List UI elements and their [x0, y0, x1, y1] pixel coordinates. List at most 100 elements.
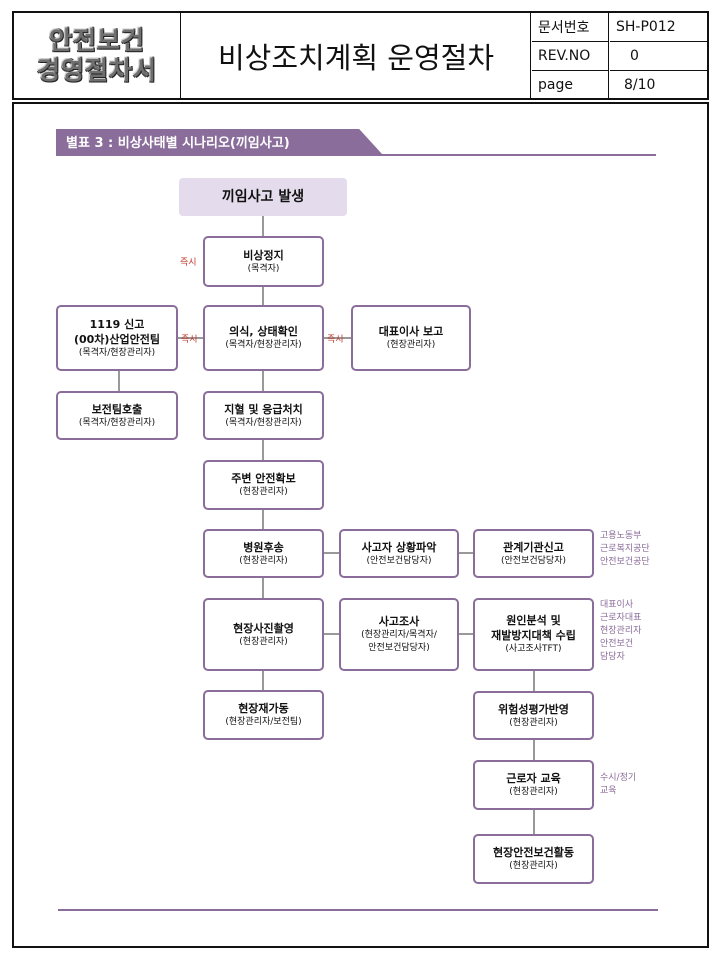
node-owner: (현장관리자) — [239, 487, 288, 497]
node-owner: (현장관리자) — [509, 787, 558, 797]
node-owner: (사고조사TFT) — [505, 644, 562, 654]
label-immediate: 즉시 — [327, 335, 344, 345]
node-owner: (현장관리자) — [239, 555, 288, 566]
node-hospital-transfer: 병원후송 (현장관리자) — [203, 529, 324, 578]
node-agency-report: 관계기관신고 (안전보건담당자) — [473, 529, 594, 578]
start-event: 끼임사고 발생 — [179, 178, 347, 216]
note-line: 근로복지공단 — [600, 544, 650, 554]
connector — [262, 578, 264, 598]
note-line: 대표이사 — [600, 600, 634, 610]
node-owner: (현장관리자) — [509, 861, 558, 871]
rev-value: 0 — [610, 42, 707, 71]
node-title: 의식, 상태확인 — [229, 325, 298, 338]
node-title-line2: (00차)산업안전팀 — [73, 332, 161, 346]
note-agency: 고용노동부 근로복지공단 안전보건공단 — [600, 530, 650, 569]
node-title-line2: 재발방지대책 수립 — [491, 629, 576, 642]
connector — [459, 633, 473, 635]
connector — [324, 337, 351, 339]
connector — [262, 671, 264, 690]
node-owner: (목격자) — [247, 263, 280, 274]
node-owner: (현장관리자) — [509, 717, 558, 728]
connector — [178, 337, 204, 339]
connector — [262, 287, 264, 305]
note-cause: 대표이사 근로자대표 현장관리자 안전보건 담당자 — [600, 599, 641, 664]
node-site-restart: 현장재가동 (현장관리자/보전팀) — [203, 690, 324, 740]
connector — [262, 216, 264, 236]
node-victim-status: 사고자 상황파악 (안전보건담당자) — [339, 529, 459, 578]
label-immediate: 즉시 — [181, 335, 198, 345]
logo-line-2: 경영절차서 — [36, 55, 157, 85]
note-line: 안전보건공단 — [600, 557, 650, 567]
node-119-report: 1119 신고 (00차)산업안전팀 (목격자/현장관리자) — [56, 305, 178, 371]
node-owner: (목격자/현장관리자) — [78, 417, 156, 428]
doc-no-label: 문서번호 — [532, 13, 609, 42]
note-line: 담당자 — [600, 652, 625, 662]
node-owner-line2: 안전보건담당자) — [368, 643, 430, 653]
node-perimeter-safety: 주변 안전확보 (현장관리자) — [203, 460, 324, 510]
node-owner: (안전보건담당자) — [501, 555, 566, 566]
node-worker-education: 근로자 교육 (현장관리자) — [473, 760, 594, 810]
node-site-photo: 현장사진촬영 (현장관리자) — [203, 598, 324, 671]
node-first-aid: 지혈 및 응급처치 (목격자/현장관리자) — [203, 391, 324, 440]
page-value: 8/10 — [624, 76, 656, 93]
document-title: 비상조치계획 운영절차 — [182, 13, 531, 98]
node-title: 보전팀호출 — [91, 402, 143, 416]
connector — [262, 371, 264, 391]
connector — [262, 510, 264, 529]
note-line: 고용노동부 — [600, 531, 642, 541]
node-owner: (목격자/현장관리자) — [225, 340, 302, 350]
node-owner: (안전보건담당자) — [366, 555, 432, 566]
node-title: 위험성평가반영 — [498, 702, 569, 716]
node-title: 대표이사 보고 — [378, 325, 444, 338]
document-header: 안전보건 경영절차서 비상조치계획 운영절차 문서번호 SH-P012 REV.… — [12, 11, 709, 100]
node-title: 지혈 및 응급처치 — [224, 402, 303, 416]
node-title: 사고조사 — [378, 615, 420, 628]
node-title: 비상정지 — [243, 248, 284, 262]
figure-bottom-rule — [58, 909, 658, 911]
node-accident-investigation: 사고조사 (현장관리자/목격자/ 안전보건담당자) — [339, 598, 459, 671]
node-owner: (목격자/현장관리자) — [78, 347, 156, 358]
node-owner: (현장관리자) — [239, 636, 288, 647]
note-line: 교육 — [600, 786, 617, 796]
node-owner-line1: (현장관리자/목격자/ — [361, 630, 437, 640]
rev-label: REV.NO — [532, 42, 609, 71]
connector — [533, 740, 535, 760]
note-education: 수시/정기 교육 — [600, 772, 636, 798]
connector — [324, 633, 339, 635]
node-emergency-stop: 비상정지 (목격자) — [203, 236, 324, 287]
figure-top-rule — [56, 154, 656, 156]
node-title: 현장재가동 — [238, 702, 289, 715]
node-cause-analysis: 원인분석 및 재발방지대책 수립 (사고조사TFT) — [473, 598, 594, 671]
node-risk-assessment: 위험성평가반영 (현장관리자) — [473, 691, 594, 740]
connector — [533, 810, 535, 834]
start-event-label: 끼임사고 발생 — [221, 188, 305, 205]
node-owner: (현장관리자) — [386, 340, 436, 350]
node-title: 관계기관신고 — [503, 540, 564, 554]
node-title: 사고자 상황파악 — [361, 540, 437, 554]
connector — [262, 440, 264, 460]
node-maintenance-call: 보전팀호출 (목격자/현장관리자) — [56, 391, 178, 440]
node-title: 원인분석 및 — [506, 614, 561, 627]
node-owner: (목격자/현장관리자) — [225, 417, 302, 428]
node-site-safety-activity: 현장안전보건활동 (현장관리자) — [473, 834, 594, 884]
page-label: page — [532, 71, 609, 98]
note-line: 현장관리자 — [600, 626, 642, 636]
node-title: 주변 안전확보 — [231, 472, 296, 485]
node-ceo-report: 대표이사 보고 (현장관리자) — [351, 305, 471, 371]
label-immediate: 즉시 — [180, 258, 197, 268]
note-line: 안전보건 — [600, 639, 634, 649]
figure-tag: 별표 3 : 비상사태별 시나리오(끼임사고) — [56, 129, 382, 154]
logo-line-1: 안전보건 — [48, 25, 145, 55]
connector — [459, 552, 473, 554]
note-line: 근로자대표 — [600, 613, 642, 623]
content-frame — [12, 102, 709, 948]
node-owner: (현장관리자/보전팀) — [225, 717, 302, 727]
note-line: 수시/정기 — [600, 773, 637, 783]
node-title: 현장안전보건활동 — [493, 846, 574, 859]
company-logo: 안전보건 경영절차서 — [14, 13, 181, 98]
node-title: 현장사진촬영 — [233, 621, 294, 635]
node-consciousness-check: 의식, 상태확인 (목격자/현장관리자) — [203, 305, 324, 371]
connector — [324, 552, 339, 554]
node-title: 병원후송 — [243, 540, 284, 554]
node-title: 근로자 교육 — [506, 772, 561, 785]
